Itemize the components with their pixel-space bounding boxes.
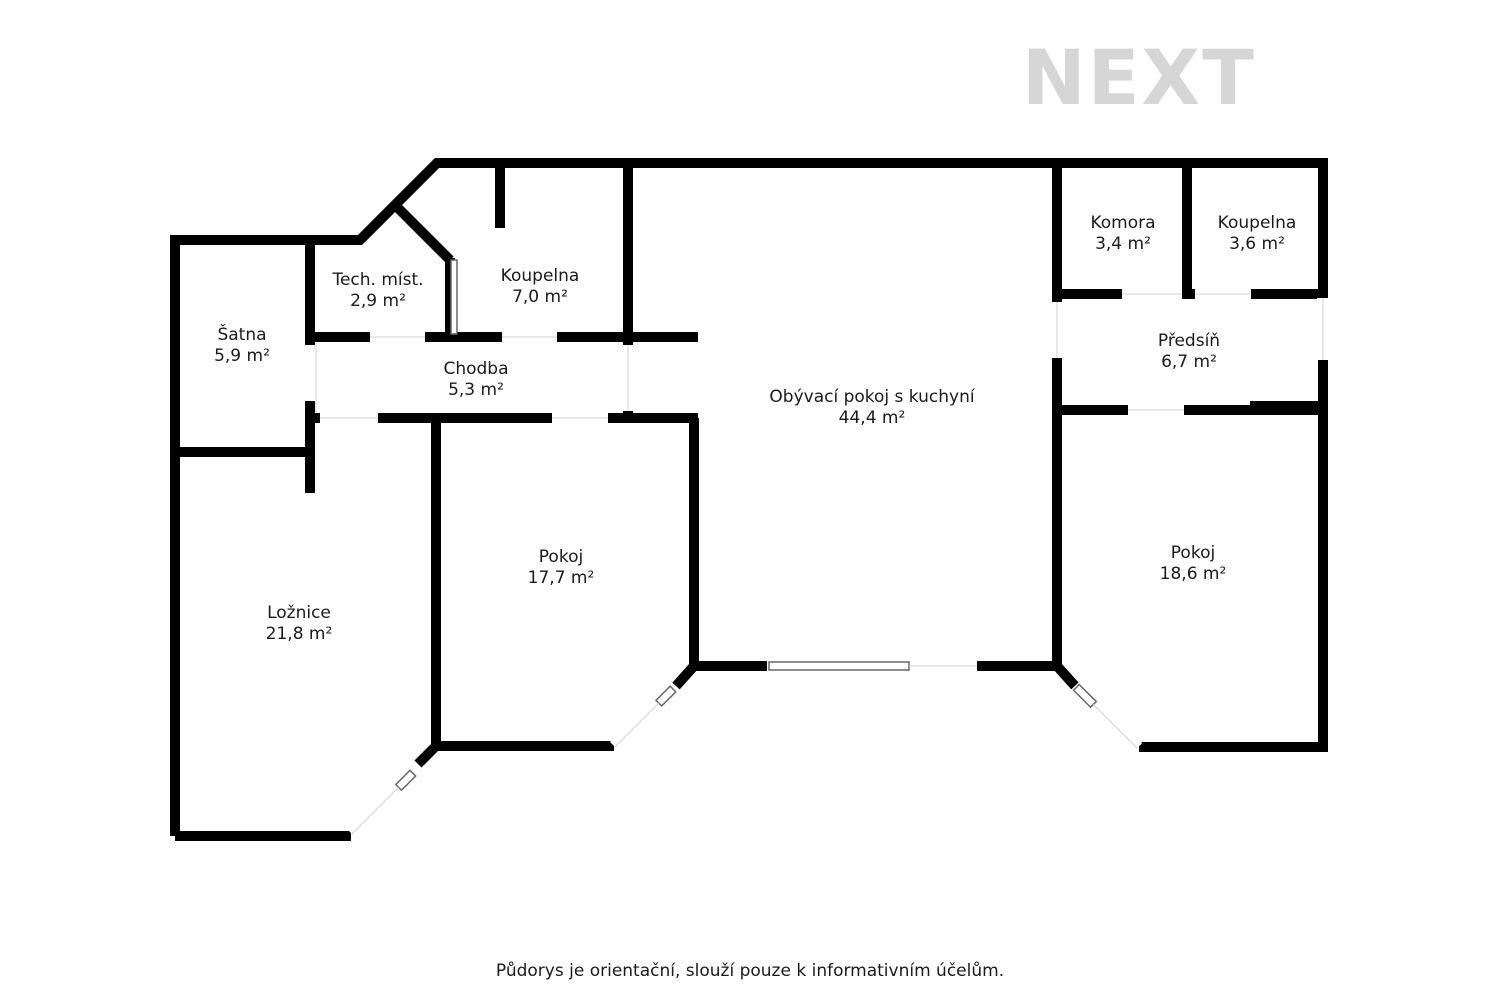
room-label-tech-mist: Tech. míst. 2,9 m² [331, 270, 423, 311]
room-name: Pokoj [1171, 543, 1215, 563]
outer-walls [170, 158, 1328, 841]
room-label-koupelna-2: Koupelna 3,6 m² [1218, 213, 1297, 254]
room-area: 3,6 m² [1229, 234, 1285, 254]
room-name: Koupelna [501, 266, 580, 286]
room-name: Komora [1090, 213, 1155, 233]
room-area: 3,4 m² [1095, 234, 1151, 254]
room-area: 6,7 m² [1161, 352, 1217, 372]
room-label-predsin: Předsíň 6,7 m² [1158, 331, 1220, 372]
room-name: Chodba [443, 359, 508, 379]
room-label-pokoj-1: Pokoj 17,7 m² [528, 547, 595, 588]
room-name: Pokoj [539, 547, 583, 567]
room-area: 5,9 m² [214, 346, 270, 366]
room-area: 5,3 m² [448, 380, 504, 400]
logo-text: NEXT [1022, 33, 1256, 122]
room-area: 21,8 m² [266, 624, 333, 644]
room-area: 7,0 m² [512, 287, 568, 307]
room-name: Šatna [217, 323, 266, 345]
next-logo: NEXT [1022, 33, 1256, 122]
room-name: Ložnice [267, 603, 331, 623]
room-label-pokoj-2: Pokoj 18,6 m² [1160, 543, 1227, 584]
room-name: Tech. míst. [331, 270, 423, 290]
room-area: 17,7 m² [528, 568, 595, 588]
room-label-satna: Šatna 5,9 m² [214, 323, 270, 366]
room-name: Obývací pokoj s kuchyní [769, 387, 975, 407]
windows [347, 259, 1143, 839]
room-label-koupelna-1: Koupelna 7,0 m² [501, 266, 580, 307]
disclaimer-note: Půdorys je orientační, slouží pouze k in… [495, 961, 1005, 981]
room-label-chodba: Chodba 5,3 m² [443, 359, 508, 400]
room-label-loznice: Ložnice 21,8 m² [266, 603, 333, 644]
room-label-obyvaci-pokoj: Obývací pokoj s kuchyní 44,4 m² [769, 387, 975, 428]
openings [304, 288, 1329, 424]
room-area: 18,6 m² [1160, 564, 1227, 584]
room-area: 44,4 m² [839, 408, 906, 428]
room-area: 2,9 m² [350, 291, 406, 311]
room-name: Předsíň [1158, 331, 1220, 351]
room-label-komora: Komora 3,4 m² [1090, 213, 1155, 254]
room-name: Koupelna [1218, 213, 1297, 233]
